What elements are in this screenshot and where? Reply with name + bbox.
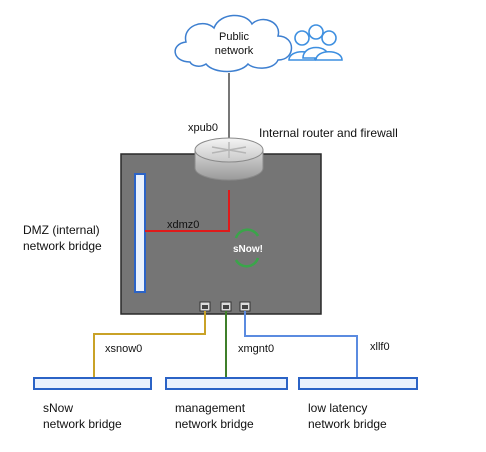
xsnow0-label: xsnow0 xyxy=(105,343,142,355)
xllf0-label: xllf0 xyxy=(370,341,390,353)
dmz-label-line1: DMZ (internal) xyxy=(23,223,100,237)
low-latency-bridge-label-line2: network bridge xyxy=(308,417,387,431)
snow-bridge-label-line1: sNow xyxy=(43,401,73,415)
dmz-bridge-bar xyxy=(134,173,146,293)
users-icon xyxy=(288,24,343,61)
port-xmgnt0-icon xyxy=(220,301,232,312)
port-xsnow0-icon xyxy=(199,301,211,312)
management-bridge-bar xyxy=(165,377,288,390)
snow-link-line xyxy=(93,311,206,378)
cloud-icon xyxy=(174,14,293,73)
cloud-label-line2: network xyxy=(215,45,254,57)
port-xllf0-icon xyxy=(239,301,251,312)
llf-link-line xyxy=(244,311,358,378)
low-latency-bridge-label-line1: low latency xyxy=(308,401,367,415)
xdmz0-label: xdmz0 xyxy=(167,219,199,231)
snow-bridge-label-line2: network bridge xyxy=(43,417,122,431)
xmgnt0-label: xmgnt0 xyxy=(238,343,274,355)
snow-bridge-bar xyxy=(33,377,152,390)
dmz-link-line xyxy=(145,190,230,232)
router-label: Internal router and firewall xyxy=(259,126,398,140)
dmz-label-line2: network bridge xyxy=(23,239,102,253)
snow-logo: sNow! xyxy=(233,228,263,268)
router-firewall-box xyxy=(120,153,322,315)
management-bridge-label-line1: management xyxy=(175,401,246,415)
low-latency-bridge-bar xyxy=(298,377,418,390)
cloud-label-line1: Public xyxy=(219,31,249,43)
router-icon xyxy=(194,137,264,181)
public-network-cloud: Public network xyxy=(174,14,293,73)
xpub0-label: xpub0 xyxy=(188,122,218,134)
snow-logo-text: sNow! xyxy=(233,244,263,255)
management-bridge-label-line2: network bridge xyxy=(175,417,254,431)
